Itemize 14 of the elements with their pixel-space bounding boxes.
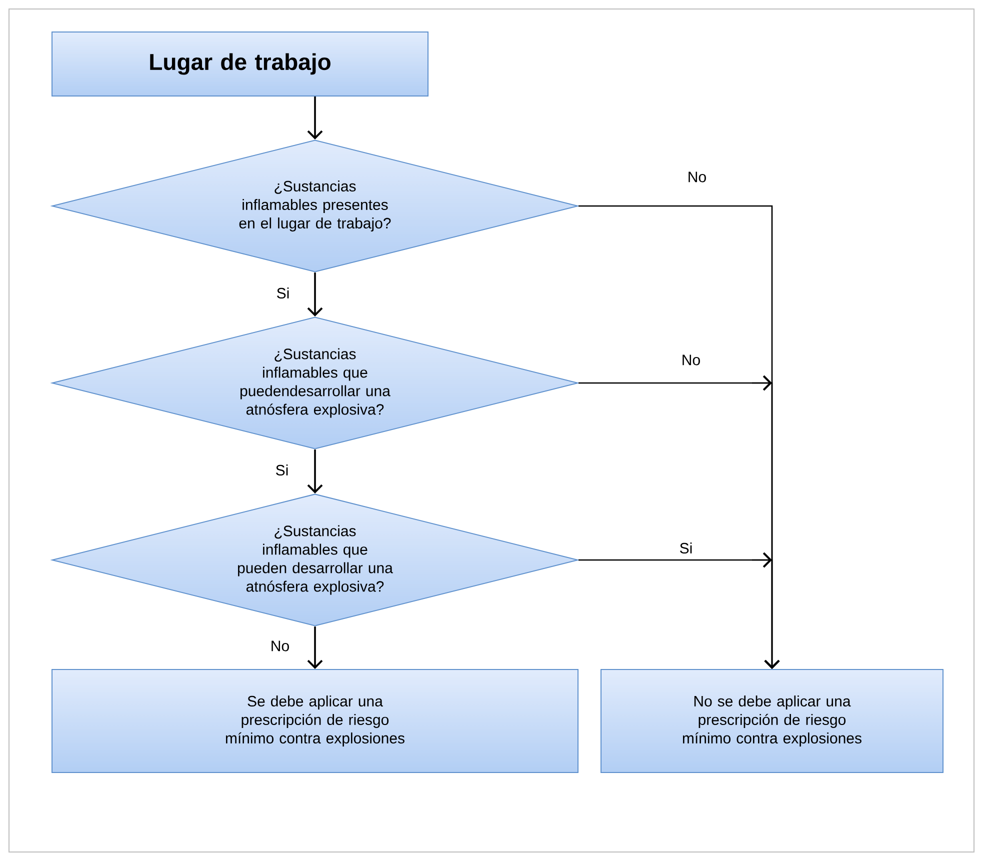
result-box: Se debe aplicar una prescripción de riesgo mínimo contra explosiones: [52, 669, 578, 773]
edge-label: Si: [276, 464, 288, 476]
edge-label: No: [682, 354, 700, 366]
arrow: [307, 626, 323, 669]
edge-label: Si: [680, 542, 692, 554]
edge-label: Si: [277, 288, 289, 298]
arrow: [307, 272, 323, 316]
arrow: [307, 450, 323, 494]
edge-label: No: [272, 640, 289, 652]
arrow: [307, 96, 323, 140]
arrow: [578, 552, 780, 669]
start-box: Lugar de trabajo: [52, 32, 428, 96]
edge-label: No: [688, 172, 706, 182]
result-box: No se debe aplicar una prescripción de riesgo mínimo contra explosiones: [600, 669, 944, 773]
